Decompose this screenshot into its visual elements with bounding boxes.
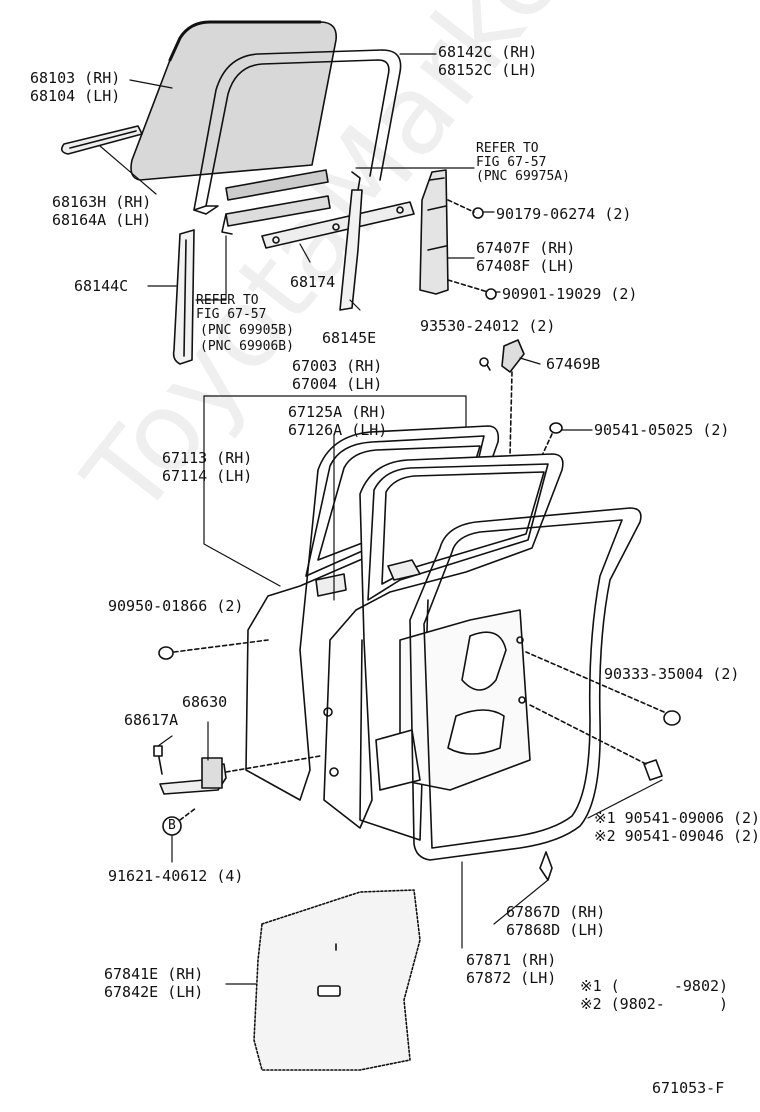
label-clip-lh: 67868D (LH) xyxy=(506,921,606,939)
door-check xyxy=(153,745,321,795)
glass-run xyxy=(193,49,402,215)
label-screw-24012: 93530-24012 (2) xyxy=(420,317,556,335)
label-refer-b-2: FIG 67-57 xyxy=(196,307,267,322)
label-bolt-19029: 90901-19029 (2) xyxy=(502,285,638,303)
clip-09006 xyxy=(527,703,663,781)
label-glass-lh: 68104 (LH) xyxy=(30,87,121,105)
bolt-01866 xyxy=(158,639,269,660)
service-cover xyxy=(253,889,421,1071)
label-door-lh: 67004 (LH) xyxy=(292,375,383,393)
label-bolt-40612: 91621-40612 (4) xyxy=(108,867,244,885)
label-channel-144c: 68144C xyxy=(74,277,129,295)
plug-35004 xyxy=(525,651,681,726)
label-clip-05025: 90541-05025 (2) xyxy=(594,421,730,439)
label-bolt-01866: 90950-01866 (2) xyxy=(108,597,244,615)
door-glass xyxy=(130,20,337,181)
label-part-469b: 67469B xyxy=(546,355,601,373)
label-frame-lh: 67114 (LH) xyxy=(162,467,253,485)
label-check-630: 68630 xyxy=(182,693,228,711)
label-bolt-06274: 90179-06274 (2) xyxy=(496,205,632,223)
label-cover-rh: 67841E (RH) xyxy=(104,965,204,983)
label-note2: ※2 (9802- ) xyxy=(580,995,729,1013)
label-regulator-lh: 67408F (LH) xyxy=(476,257,576,275)
label-weather-rh: 67871 (RH) xyxy=(466,951,557,969)
label-run-rh: 68142C (RH) xyxy=(438,43,538,61)
label-refer-a-1: REFER TO xyxy=(476,141,539,156)
window-regulator xyxy=(419,169,497,300)
weatherstrip xyxy=(409,507,642,861)
label-circle-b: B xyxy=(168,818,176,833)
label-refer-b-4: (PNC 69906B) xyxy=(200,339,294,354)
label-regulator-rh: 67407F (RH) xyxy=(476,239,576,257)
label-note1: ※1 ( -9802) xyxy=(580,977,729,995)
label-frame-rh: 67113 (RH) xyxy=(162,449,253,467)
label-panel-lh: 67126A (LH) xyxy=(288,421,388,439)
label-plug-35004: 90333-35004 (2) xyxy=(604,665,740,683)
channel-68145e xyxy=(339,171,363,311)
label-panel-rh: 67125A (RH) xyxy=(288,403,388,421)
label-clip-note1: ※1 90541-09006 (2) xyxy=(594,809,760,827)
label-clip-note2: ※2 90541-09046 (2) xyxy=(594,827,760,845)
belt-moulding xyxy=(60,125,143,155)
label-belt-rh: 68163H (RH) xyxy=(52,193,152,211)
label-cover-lh: 67842E (LH) xyxy=(104,983,204,1001)
channel-68144c xyxy=(172,229,195,365)
label-refer-a-2: FIG 67-57 xyxy=(476,155,547,170)
fastener-b xyxy=(162,807,197,836)
label-clip-rh: 67867D (RH) xyxy=(506,903,606,921)
label-door-rh: 67003 (RH) xyxy=(292,357,383,375)
label-refer-b-1: REFER TO xyxy=(196,293,259,308)
label-pin-617a: 68617A xyxy=(124,711,179,729)
label-run-lh: 68152C (LH) xyxy=(438,61,538,79)
label-refer-b-3: (PNC 69905B) xyxy=(200,323,294,338)
label-channel-174: 68174 xyxy=(290,273,336,291)
leader-lines xyxy=(99,53,663,985)
label-glass-rh: 68103 (RH) xyxy=(30,69,121,87)
label-fig-code: 671053-F xyxy=(652,1079,725,1097)
label-channel-145e: 68145E xyxy=(322,329,377,347)
clip-67867d xyxy=(539,851,553,881)
label-belt-lh: 68164A (LH) xyxy=(52,211,152,229)
label-refer-a-3: (PNC 69975A) xyxy=(476,169,570,184)
upper-channels xyxy=(221,169,331,235)
inner-panel xyxy=(323,609,531,791)
label-weather-lh: 67872 (LH) xyxy=(466,969,557,987)
door-shells xyxy=(245,425,564,841)
